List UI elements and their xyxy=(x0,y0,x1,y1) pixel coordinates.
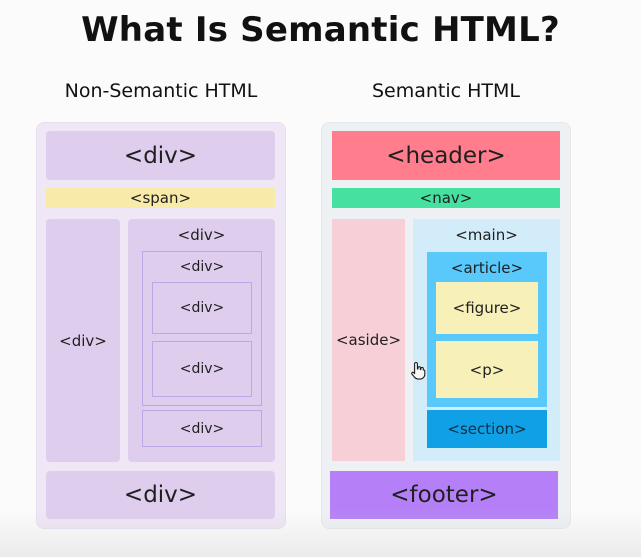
left-nested-div-container: <div> xyxy=(142,251,262,406)
left-bottom-div: <div> xyxy=(46,471,275,519)
page-title: What Is Semantic HTML? xyxy=(81,10,560,50)
semantic-aside: <aside> xyxy=(332,219,405,461)
semantic-nav: <nav> xyxy=(332,188,560,208)
semantic-header: <header> xyxy=(332,131,560,180)
left-outer-div: <div> xyxy=(128,219,275,462)
semantic-figure: <figure> xyxy=(436,282,538,334)
non-semantic-heading: Non-Semantic HTML xyxy=(64,80,258,102)
left-span: <span> xyxy=(46,188,275,208)
semantic-heading: Semantic HTML xyxy=(371,80,521,102)
hand-cursor-icon xyxy=(411,361,426,380)
left-inner-div-top: <div> xyxy=(152,282,252,334)
semantic-footer: <footer> xyxy=(330,471,558,519)
left-inner-div-bottom: <div> xyxy=(152,341,252,397)
semantic-section: <section> xyxy=(427,410,547,448)
left-bottom-inner-div: <div> xyxy=(142,410,262,447)
semantic-paragraph: <p> xyxy=(436,341,538,398)
left-side-div: <div> xyxy=(46,219,120,462)
left-top-div: <div> xyxy=(46,131,275,180)
